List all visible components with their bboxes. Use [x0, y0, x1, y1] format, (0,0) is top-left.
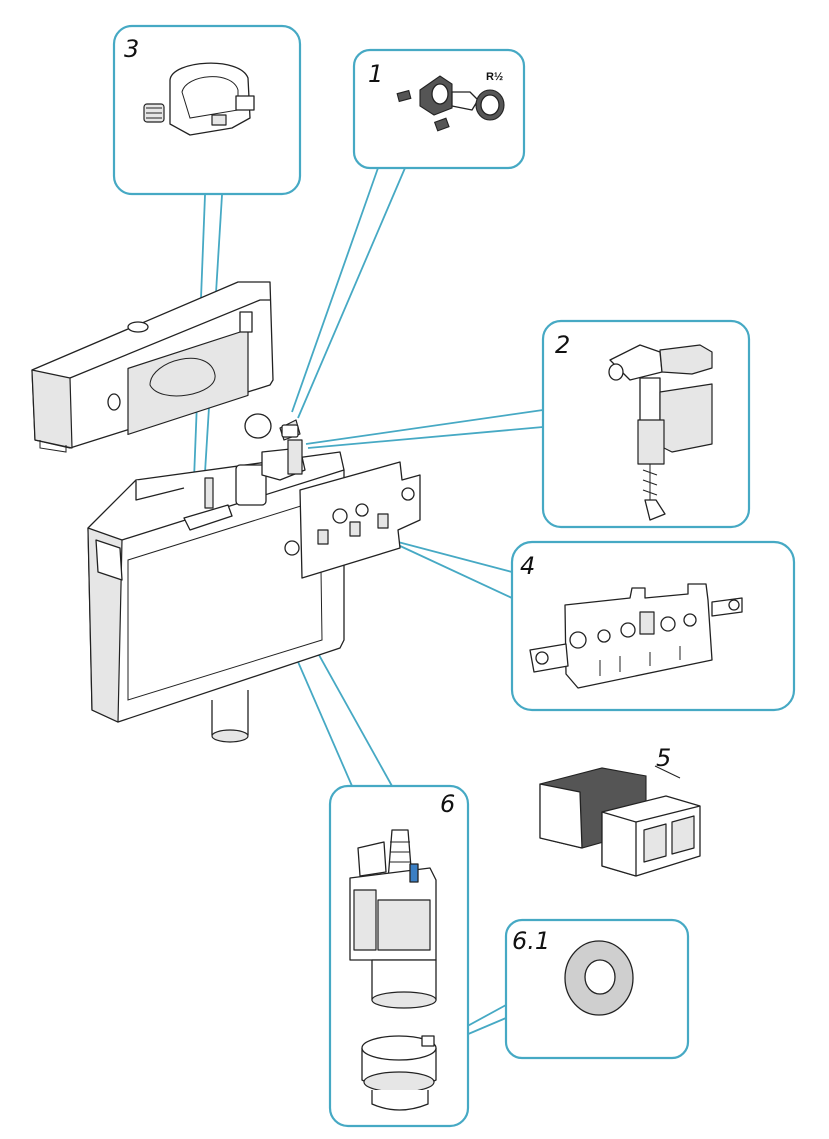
leader-2a: [305, 409, 544, 445]
fill-valve-icon: [608, 344, 713, 521]
callout-6-1-label: 6.1: [512, 927, 550, 955]
callout-1-label: 1: [368, 60, 383, 88]
cistern-tank: [87, 413, 345, 743]
callout-1: 1 R½: [352, 48, 526, 170]
flush-plate-frame-icon: [539, 767, 701, 877]
callout-4: 4: [510, 540, 796, 712]
mounting-frame-icon: [529, 583, 743, 689]
bracket-icon: [143, 62, 255, 136]
callout-3: 3: [112, 24, 302, 196]
leader-4a: [397, 541, 513, 573]
gasket-ring-icon: [564, 940, 634, 1016]
leader-1a: [291, 167, 379, 413]
leader-5: [654, 765, 681, 779]
washer-ring-icon: [475, 89, 505, 121]
callout-2-label: 2: [555, 331, 570, 359]
leader-1b: [297, 167, 406, 419]
cistern-lid: [31, 281, 274, 453]
callout-4-label: 4: [520, 552, 535, 580]
valve-seat-icon: [361, 1035, 437, 1111]
flex-hose-icon: [370, 89, 450, 147]
part-5-label: 5: [656, 744, 671, 772]
mounting-frame-installed: [284, 461, 421, 579]
thread-size-label: R½: [486, 71, 503, 83]
flush-valve-icon: [349, 829, 437, 1009]
callout-2: 2: [541, 319, 751, 529]
part-5: 5: [539, 744, 701, 877]
leader-2b: [307, 426, 544, 449]
leader-4b: [397, 544, 513, 599]
callout-6-1: 6.1: [504, 918, 690, 1060]
angle-valve-icon: [419, 75, 479, 116]
callout-6: 6: [328, 784, 470, 1128]
callout-3-label: 3: [124, 35, 139, 63]
callout-6-label: 6: [440, 790, 455, 818]
